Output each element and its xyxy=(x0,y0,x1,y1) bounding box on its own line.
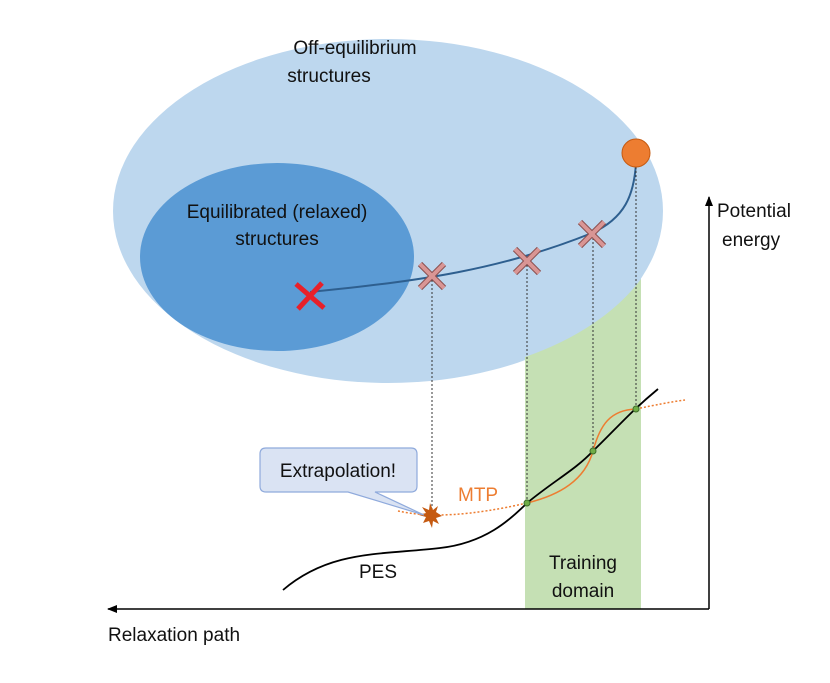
pes-label: PES xyxy=(359,562,397,583)
relaxation-trajectory xyxy=(309,162,637,293)
training-point xyxy=(632,405,640,413)
equilibrated-region xyxy=(140,163,414,351)
pes-curve xyxy=(282,388,659,591)
potential-energy-label-line1: Potential xyxy=(717,201,791,222)
mtp-curve-right xyxy=(635,399,686,410)
extrapolation-burst-icon xyxy=(419,503,442,528)
equilibrated-label-line1: Equilibrated (relaxed) xyxy=(187,202,368,223)
relaxation-path-label: Relaxation path xyxy=(108,625,240,646)
start-cross-icon xyxy=(294,281,326,311)
extrapolation-callout xyxy=(259,447,425,516)
intermediate-cross-icon xyxy=(512,246,542,276)
intermediate-cross-icon xyxy=(577,219,607,249)
training-domain-label-line2: domain xyxy=(552,581,614,602)
training-domain-label-line1: Training xyxy=(549,553,617,574)
potential-energy-label-line2: energy xyxy=(722,230,781,251)
mtp-label: MTP xyxy=(458,485,498,506)
projection-lines xyxy=(431,163,637,514)
training-point xyxy=(523,499,531,507)
extrapolation-label: Extrapolation! xyxy=(280,461,396,482)
training-point xyxy=(589,447,597,455)
off-equilibrium-overlay xyxy=(525,262,641,357)
off-equilibrium-label-line2: structures xyxy=(287,66,370,87)
initial-structure-dot-icon xyxy=(621,138,651,168)
intermediate-cross-icon xyxy=(417,261,447,291)
off-equilibrium-label-line1: Off-equilibrium xyxy=(293,38,416,59)
equilibrated-label-line2: structures xyxy=(235,229,318,250)
